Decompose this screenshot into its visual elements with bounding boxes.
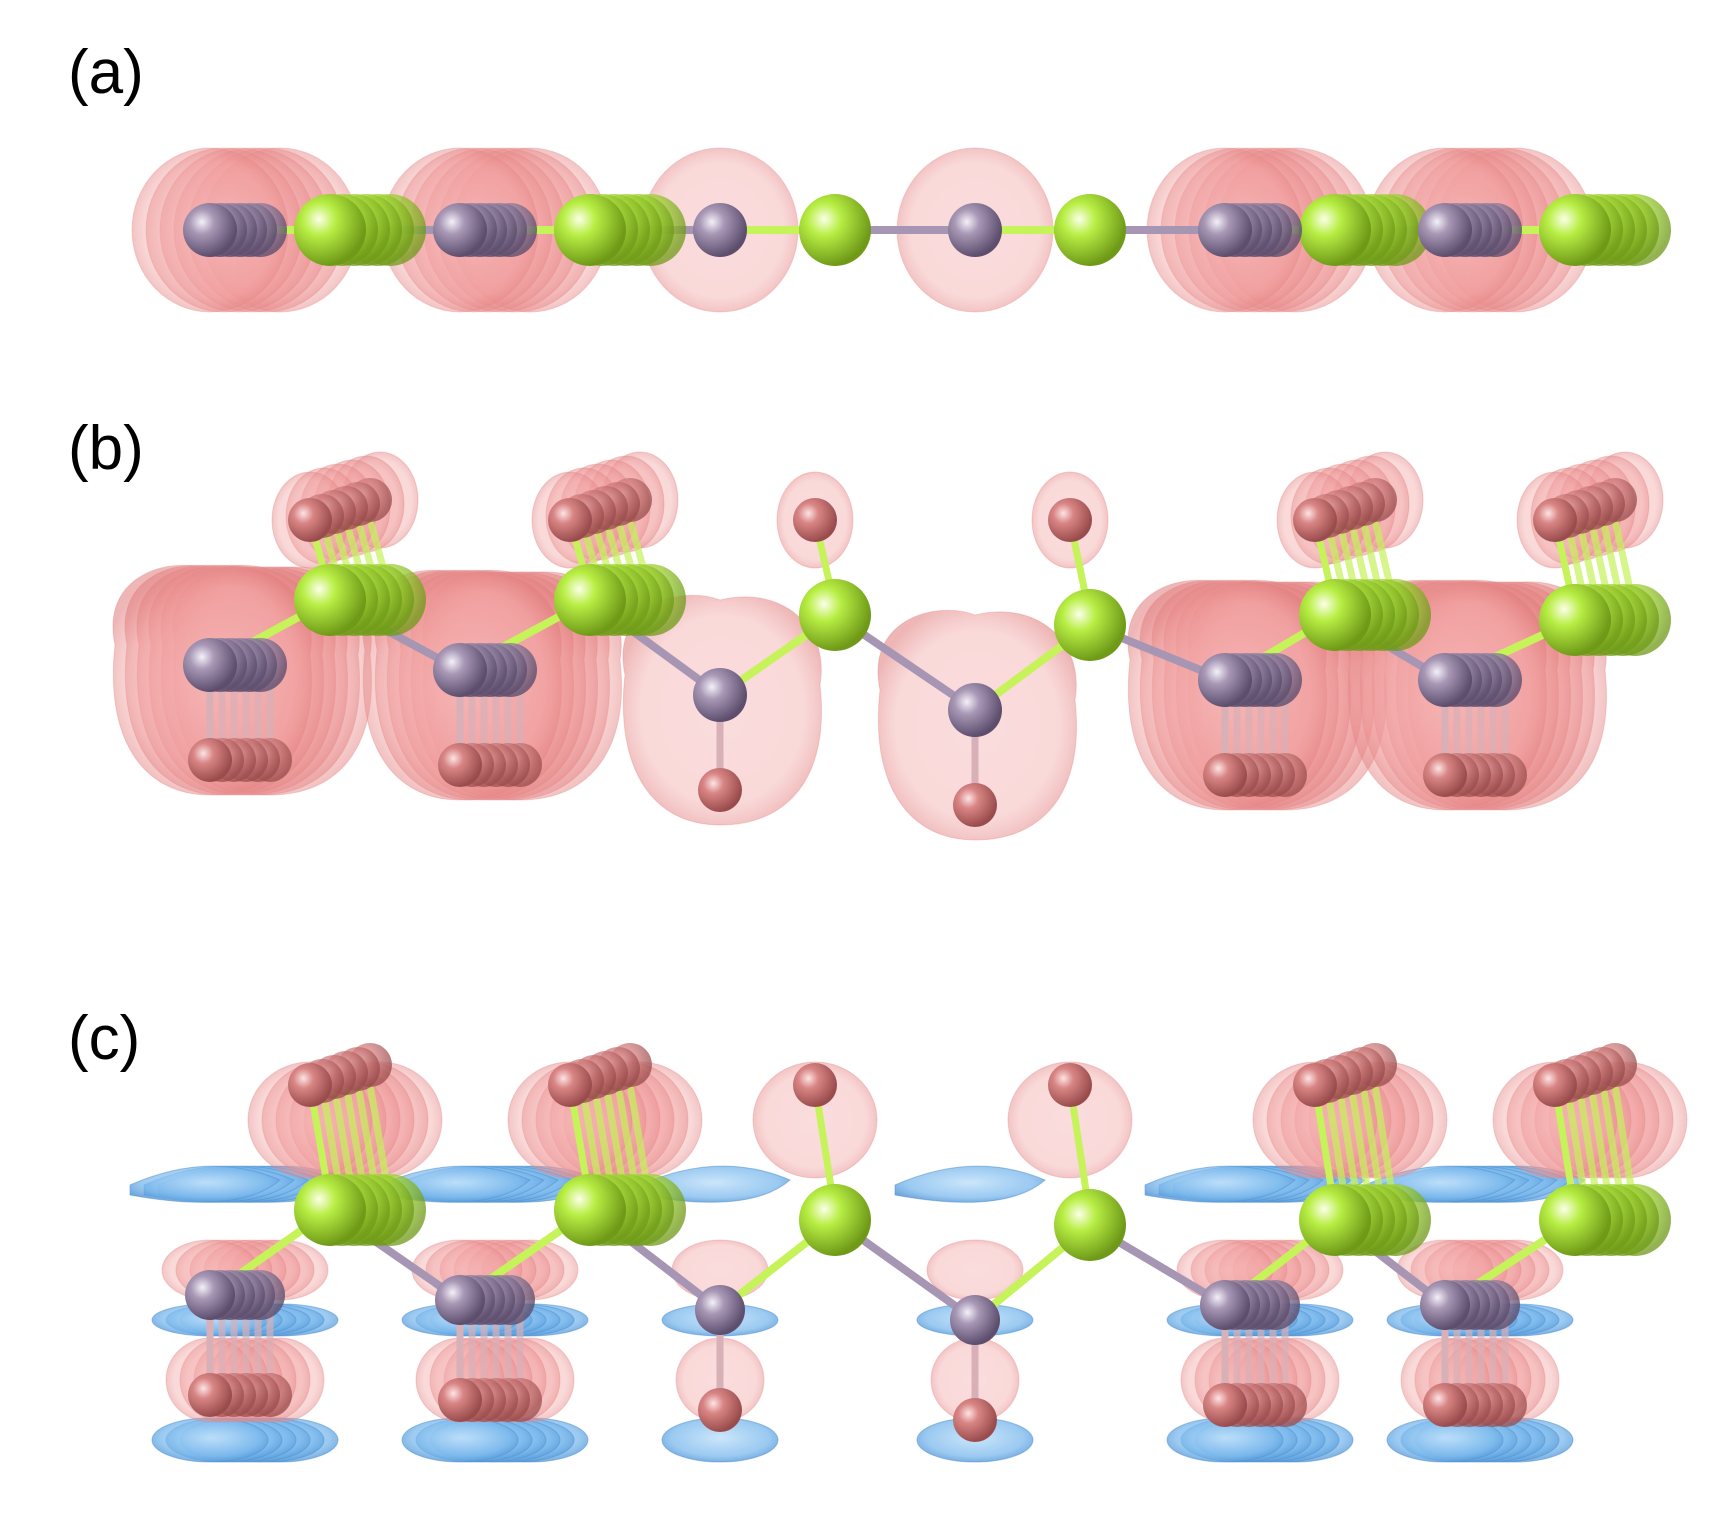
positive-lobe xyxy=(752,1061,878,1179)
green-atom xyxy=(294,1174,366,1246)
ligand-atom xyxy=(1293,1063,1337,1107)
metal-atom xyxy=(693,668,747,722)
green-atom xyxy=(799,194,871,266)
green-atom xyxy=(1299,1184,1371,1256)
green-atom xyxy=(799,1184,871,1256)
green-atom xyxy=(799,579,871,651)
green-atom xyxy=(1054,1189,1126,1261)
panel-label-c: (c) xyxy=(68,1004,141,1073)
ligand-atom xyxy=(698,768,742,812)
negative-lobe xyxy=(129,1165,281,1203)
metal-atom xyxy=(950,1295,1000,1345)
ligand-atom xyxy=(288,498,332,542)
metal-atom xyxy=(1198,653,1252,707)
ligand-atom xyxy=(288,1063,332,1107)
metal-atom xyxy=(185,1270,235,1320)
green-atom xyxy=(294,194,366,266)
green-atom xyxy=(1539,584,1611,656)
ligand-atom xyxy=(1533,1063,1577,1107)
green-atom xyxy=(554,1174,626,1246)
metal-atom xyxy=(1418,203,1472,257)
panel-a-structure xyxy=(131,147,1671,313)
ligand-atom xyxy=(1203,1383,1247,1427)
panel-label-a: (a) xyxy=(68,38,144,107)
green-atom xyxy=(1054,589,1126,661)
metal-atom xyxy=(1198,203,1252,257)
panel-b-structure xyxy=(112,451,1671,841)
negative-lobe xyxy=(1144,1165,1296,1203)
ligand-atom xyxy=(793,1063,837,1107)
ligand-atom xyxy=(953,783,997,827)
metal-atom xyxy=(1420,1280,1470,1330)
metal-atom xyxy=(1200,1280,1250,1330)
metal-atom xyxy=(693,203,747,257)
metal-atom xyxy=(433,643,487,697)
negative-lobe xyxy=(894,1165,1046,1203)
ligand-atom xyxy=(438,1378,482,1422)
metal-atom xyxy=(183,638,237,692)
metal-atom xyxy=(435,1275,485,1325)
positive-lobe xyxy=(1007,1061,1133,1179)
ligand-atom xyxy=(188,738,232,782)
ligand-atom xyxy=(1423,1383,1467,1427)
negative-lobe xyxy=(151,1417,269,1463)
metal-atom xyxy=(948,203,1002,257)
green-atom xyxy=(1054,194,1126,266)
green-atom xyxy=(1539,1184,1611,1256)
ligand-atom xyxy=(1423,753,1467,797)
ligand-atom xyxy=(1293,498,1337,542)
green-atom xyxy=(294,564,366,636)
panel-c-structure xyxy=(129,1043,1688,1463)
ligand-atom xyxy=(1048,1063,1092,1107)
ligand-atom xyxy=(1203,753,1247,797)
green-atom xyxy=(1299,579,1371,651)
metal-atom xyxy=(695,1285,745,1335)
ligand-atom xyxy=(188,1373,232,1417)
ligand-atom xyxy=(953,1398,997,1442)
metal-atom xyxy=(1418,653,1472,707)
ligand-atom xyxy=(548,1063,592,1107)
panel-label-b: (b) xyxy=(68,414,144,483)
ligand-atom xyxy=(438,743,482,787)
ligand-atom xyxy=(548,498,592,542)
ligand-atom xyxy=(1533,498,1577,542)
negative-lobe xyxy=(401,1417,519,1463)
green-atom xyxy=(1539,194,1611,266)
metal-atom xyxy=(948,683,1002,737)
green-atom xyxy=(554,564,626,636)
metal-atom xyxy=(183,203,237,257)
ligand-atom xyxy=(1048,498,1092,542)
green-atom xyxy=(554,194,626,266)
ligand-atom xyxy=(698,1388,742,1432)
ligand-atom xyxy=(793,498,837,542)
green-atom xyxy=(1299,194,1371,266)
metal-atom xyxy=(433,203,487,257)
